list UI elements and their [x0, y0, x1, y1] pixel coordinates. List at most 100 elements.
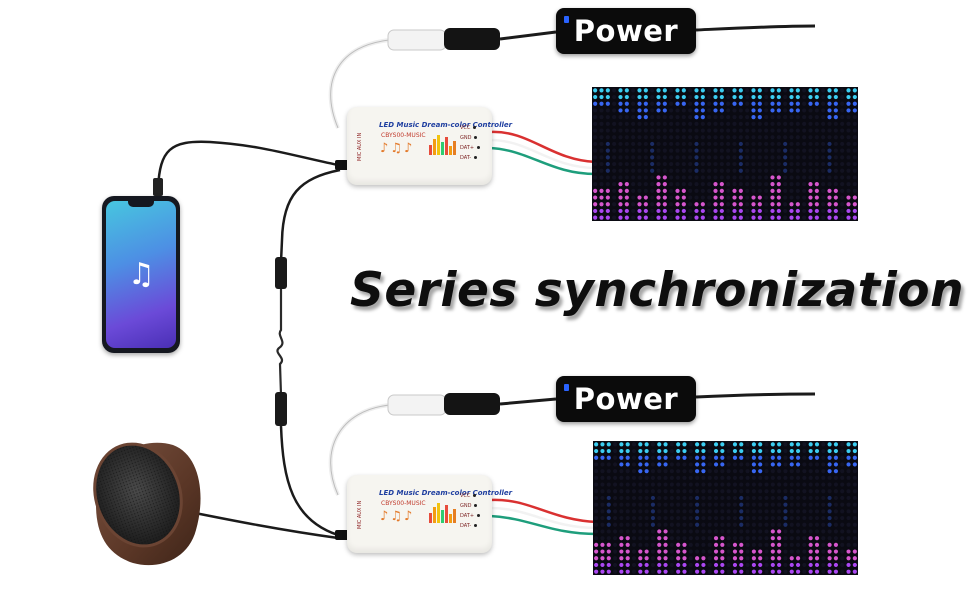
pin-label: DAT-: [460, 155, 472, 161]
led-dot: [681, 141, 686, 147]
led-dot: [770, 515, 775, 521]
sync-cable-lower: [279, 425, 339, 537]
led-dot: [669, 148, 674, 153]
led-dot: [688, 94, 693, 100]
led-dot: [637, 121, 642, 126]
led-dot: [612, 195, 617, 200]
led-dot: [637, 108, 642, 113]
led-dot: [770, 489, 775, 494]
led-dot: [695, 482, 700, 487]
led-dot: [682, 502, 687, 507]
music-controller-top: MIC AUX IN LED Music Dream-color Control…: [347, 107, 512, 185]
led-dot: [650, 108, 655, 113]
led-dot: [789, 442, 794, 447]
led-dot: [776, 108, 781, 113]
led-dot: [701, 448, 706, 454]
led-dot: [600, 469, 605, 474]
led-dot: [802, 475, 807, 480]
led-dot: [599, 135, 604, 140]
led-dot: [726, 202, 731, 207]
led-dot: [625, 502, 630, 507]
led-dot: [814, 182, 819, 187]
led-dot: [808, 148, 813, 153]
led-dot: [852, 215, 857, 220]
led-dot: [852, 562, 857, 568]
led-dot: [852, 155, 857, 160]
led-dot: [713, 94, 718, 100]
led-dot: [732, 455, 738, 460]
led-dot: [764, 549, 769, 554]
led-dot: [827, 448, 832, 454]
led-dot: [757, 195, 762, 200]
led-dot: [638, 442, 643, 447]
led-dot: [814, 188, 819, 193]
led-dot: [669, 562, 674, 568]
led-dot: [700, 108, 705, 113]
led-dot: [593, 195, 598, 200]
led-dot: [619, 469, 624, 474]
led-dot: [814, 141, 819, 147]
led-dot: [783, 128, 788, 133]
led-dot: [606, 475, 611, 480]
led-dot: [751, 175, 756, 180]
led-dot: [795, 108, 800, 113]
led-dot: [675, 208, 680, 214]
led-dot: [669, 556, 674, 561]
led-dot: [681, 188, 686, 193]
led-dot: [751, 475, 756, 480]
led-dot: [846, 141, 851, 147]
led-dot: [732, 88, 737, 93]
led-dot: [681, 128, 686, 133]
led-dot: [789, 469, 794, 474]
led-dot: [713, 569, 719, 574]
led-dot: [789, 155, 794, 160]
led-dot: [808, 108, 813, 113]
led-dot: [789, 141, 794, 147]
led-dot: [662, 155, 667, 160]
led-dot: [618, 141, 623, 147]
led-dot: [726, 562, 731, 568]
led-dot: [650, 155, 655, 160]
led-dot: [624, 128, 629, 133]
led-dot: [619, 522, 624, 527]
led-dot: [833, 522, 838, 527]
led-dot: [688, 168, 693, 173]
led-dot: [776, 128, 781, 133]
led-dot: [663, 522, 668, 527]
led-dot: [694, 135, 699, 140]
led-dot: [751, 182, 756, 187]
led-dot: [600, 442, 605, 447]
led-dot: [745, 88, 750, 93]
led-dot: [719, 161, 724, 167]
led-dot: [739, 509, 744, 514]
led-dot: [695, 569, 700, 574]
led-dot: [618, 202, 623, 207]
led-dot: [745, 208, 750, 214]
led-dot: [657, 495, 662, 501]
led-dot: [732, 549, 738, 554]
led-dot: [662, 115, 667, 120]
led-dot: [624, 182, 629, 187]
led-dot: [738, 182, 743, 187]
led-dot: [808, 522, 813, 527]
pin-label: DAT+: [460, 145, 475, 151]
led-dot: [745, 202, 750, 207]
led-dot: [827, 108, 832, 113]
led-dot: [662, 148, 667, 153]
led-dot: [688, 148, 693, 153]
led-dot: [789, 522, 794, 527]
led-dot: [624, 115, 629, 120]
led-dot: [732, 462, 738, 467]
led-dot: [833, 455, 838, 460]
led-dot: [821, 148, 826, 153]
led-dot: [719, 148, 724, 153]
led-dot: [757, 161, 762, 167]
led-dot: [713, 208, 718, 214]
led-dot: [789, 569, 794, 574]
led-dot: [770, 135, 775, 140]
music-notes-icon: ♪♫♪: [380, 141, 415, 156]
led-dot: [624, 101, 629, 106]
led-dot: [821, 448, 826, 454]
led-dot: [776, 208, 781, 214]
led-dot: [776, 161, 781, 167]
